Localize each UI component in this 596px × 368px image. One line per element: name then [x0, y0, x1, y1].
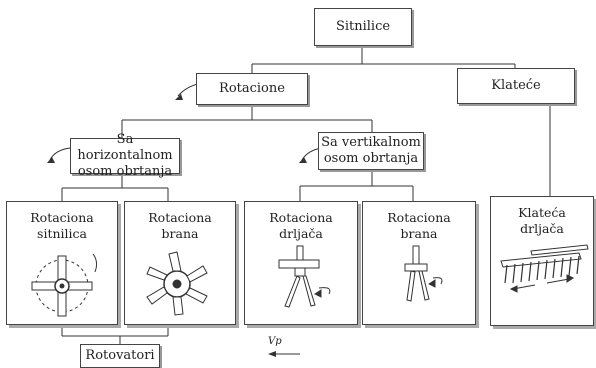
- velocity-arrow-icon: [268, 351, 300, 357]
- machine-card-rotary-harrow: Rotaciona brana: [124, 201, 236, 325]
- horizontal-axis-label: Sa horizontalnom osom obrtanja: [77, 132, 173, 179]
- oscillating-category-box: Klateće: [457, 68, 575, 104]
- vertical-axis-box: Sa vertikalnom osom obrtanja: [318, 132, 424, 170]
- rotovators-label: Rotovatori: [85, 348, 155, 363]
- root-node-label: Sitnilice: [335, 19, 391, 34]
- rotary-category-box: Rotacione: [196, 73, 308, 105]
- machine-label: Rotaciona brana: [387, 210, 451, 241]
- oscillating-category-label: Klateće: [491, 78, 541, 93]
- rotary-tiller-icon: [31, 253, 98, 317]
- velocity-label: Vp: [268, 336, 282, 347]
- machine-card-vertical-rotary-harrow: Rotaciona brana: [362, 201, 476, 325]
- vertical-axis-label: Sa vertikalnom osom obrtanja: [321, 135, 421, 166]
- vertical-rotary-harrow-icon: [404, 245, 443, 302]
- horizontal-axis-box: Sa horizontalnom osom obrtanja: [70, 132, 180, 179]
- machine-card-rotary-drag-harrow: Rotaciona drljača: [244, 201, 358, 325]
- machine-card-reciprocating-harrow: Klateća drljača: [490, 196, 594, 326]
- machine-label: Rotaciona drljača: [269, 210, 333, 241]
- rotovators-box: Rotovatori: [80, 344, 160, 368]
- vertical-rotary-harrow-icon: [278, 245, 331, 308]
- rotary-category-label: Rotacione: [219, 81, 285, 96]
- rotary-harrow-star-icon: [146, 251, 208, 316]
- machine-label: Klateća drljača: [518, 205, 566, 236]
- machine-label: Rotaciona sitnilica: [30, 210, 94, 241]
- reciprocating-harrow-icon: [500, 244, 589, 293]
- machine-card-rotary-tiller: Rotaciona sitnilica: [6, 201, 118, 325]
- machine-label: Rotaciona brana: [148, 210, 212, 241]
- root-node-box: Sitnilice: [314, 8, 412, 46]
